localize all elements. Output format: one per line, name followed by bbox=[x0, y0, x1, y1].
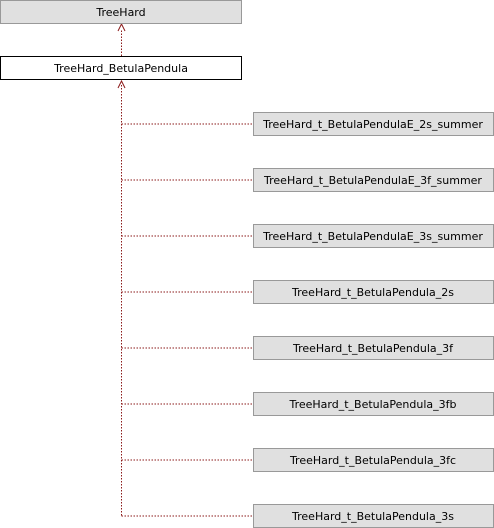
node-child-label: TreeHard_t_BetulaPendula_3fb bbox=[288, 398, 456, 411]
node-child[interactable]: TreeHard_t_BetulaPendula_3s bbox=[253, 504, 494, 528]
node-child-label: TreeHard_t_BetulaPendulaE_2s_summer bbox=[262, 118, 483, 131]
node-child-label: TreeHard_t_BetulaPendulaE_3s_summer bbox=[262, 230, 483, 243]
node-root[interactable]: TreeHard bbox=[0, 0, 242, 24]
node-root-box bbox=[0, 0, 242, 24]
node-root-label: TreeHard bbox=[95, 6, 145, 19]
node-child[interactable]: TreeHard_t_BetulaPendulaE_3s_summer bbox=[253, 224, 494, 248]
node-focus-box bbox=[0, 56, 242, 80]
node-child-label: TreeHard_t_BetulaPendula_3fc bbox=[289, 454, 456, 467]
arrow-head-root bbox=[117, 22, 126, 32]
node-child[interactable]: TreeHard_t_BetulaPendulaE_3f_summer bbox=[253, 168, 494, 192]
node-child-label: TreeHard_t_BetulaPendula_3s bbox=[291, 510, 454, 523]
edges bbox=[117, 22, 253, 517]
node-focus[interactable]: TreeHard_BetulaPendula bbox=[0, 56, 242, 80]
node-child[interactable]: TreeHard_t_BetulaPendula_3fc bbox=[253, 448, 494, 472]
node-focus-label: TreeHard_BetulaPendula bbox=[53, 62, 188, 75]
node-child[interactable]: TreeHard_t_BetulaPendula_3fb bbox=[253, 392, 494, 416]
node-child-label: TreeHard_t_BetulaPendulaE_3f_summer bbox=[263, 174, 482, 187]
arrow-head-focus bbox=[117, 79, 126, 89]
node-child[interactable]: TreeHard_t_BetulaPendula_2s bbox=[253, 280, 494, 304]
node-child-label: TreeHard_t_BetulaPendula_3f bbox=[292, 342, 454, 355]
node-child-label: TreeHard_t_BetulaPendula_2s bbox=[291, 286, 454, 299]
node-child[interactable]: TreeHard_t_BetulaPendula_3f bbox=[253, 336, 494, 360]
node-child[interactable]: TreeHard_t_BetulaPendulaE_2s_summer bbox=[253, 112, 494, 136]
